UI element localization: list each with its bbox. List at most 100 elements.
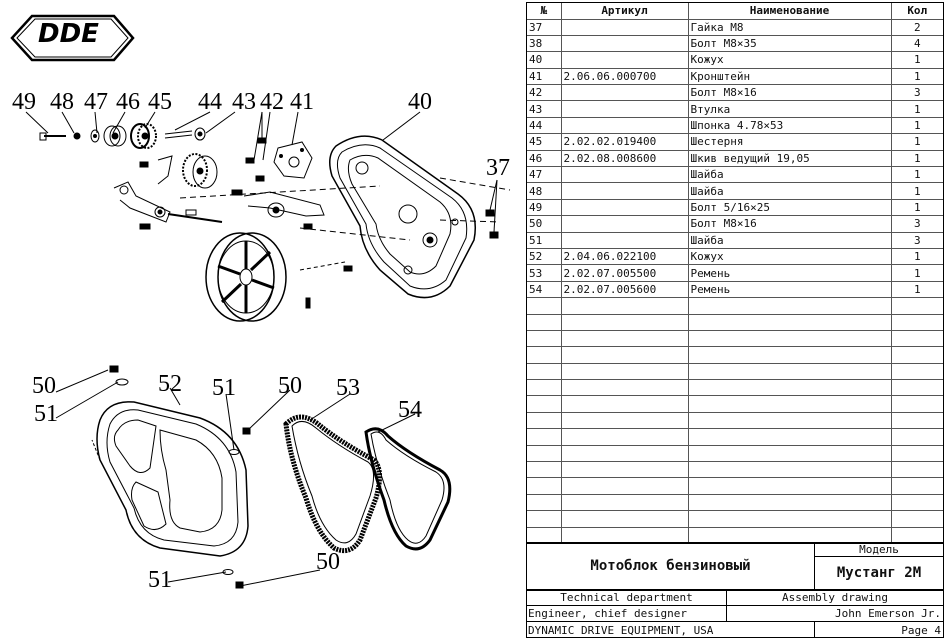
empty-cell — [687, 411, 892, 430]
cell-name: Ремень — [687, 264, 892, 282]
empty-cell — [527, 395, 562, 413]
callout-45: 45 — [148, 89, 172, 115]
header-qty: Кол — [890, 3, 943, 20]
callout-50-top: 50 — [32, 373, 56, 399]
cell-qty: 3 — [890, 215, 943, 233]
cell-name: Кронштейн — [687, 67, 892, 86]
cell-name: Кожух — [687, 51, 892, 69]
empty-cell — [890, 379, 943, 397]
designer-name: John Emerson Jr. — [835, 607, 941, 620]
empty-cell — [560, 493, 689, 512]
assembly-drawing: DDE 49 48 47 46 45 44 43 42 41 40 37 50 … — [10, 14, 511, 592]
empty-cell — [890, 329, 943, 348]
empty-row — [527, 362, 943, 381]
empty-cell — [560, 362, 689, 381]
cell-num: 52 — [527, 247, 562, 266]
empty-cell — [560, 346, 689, 364]
cell-article — [560, 116, 689, 135]
cell-qty: 1 — [890, 247, 943, 266]
empty-cell — [560, 313, 689, 331]
empty-cell — [890, 411, 943, 430]
cell-num: 42 — [527, 84, 562, 102]
callout-54: 54 — [398, 397, 422, 423]
cell-article: 2.04.06.022100 — [560, 247, 689, 266]
callout-49: 49 — [12, 89, 36, 115]
cell-article: 2.02.07.005600 — [560, 280, 689, 299]
company-name: DYNAMIC DRIVE EQUIPMENT, USA — [528, 623, 714, 637]
empty-cell — [890, 313, 943, 331]
empty-cell — [890, 444, 943, 463]
cell-article — [560, 215, 689, 233]
empty-cell — [527, 297, 562, 315]
model-label: Модель — [859, 542, 899, 556]
empty-cell — [687, 477, 892, 495]
header-article: Артикул — [560, 3, 689, 20]
empty-cell — [687, 444, 892, 463]
empty-row — [527, 428, 943, 446]
callout-41: 41 — [290, 89, 314, 115]
empty-cell — [560, 297, 689, 315]
empty-row — [527, 313, 943, 331]
title-block: Мотоблок бензиновый Модель Мустанг 2М Te… — [527, 542, 943, 638]
callout-47: 47 — [84, 89, 108, 115]
empty-cell — [560, 329, 689, 348]
cell-qty: 1 — [890, 100, 943, 118]
empty-cell — [560, 477, 689, 495]
empty-row — [527, 379, 943, 397]
cell-name: Болт М8×16 — [687, 215, 892, 233]
cell-article — [560, 231, 689, 249]
empty-row — [527, 346, 943, 364]
callout-51-mid: 51 — [212, 375, 236, 401]
callout-50-mid: 50 — [278, 373, 302, 399]
empty-cell — [890, 297, 943, 315]
callout-37: 37 — [486, 155, 510, 181]
empty-cell — [890, 346, 943, 364]
cell-name: Шайба — [687, 182, 892, 200]
cell-qty: 1 — [890, 116, 943, 135]
empty-cell — [527, 510, 562, 528]
cell-article: 2.02.07.005500 — [560, 264, 689, 282]
cell-name: Кожух — [687, 247, 892, 266]
empty-cell — [527, 493, 562, 512]
empty-row — [527, 329, 943, 348]
cell-qty: 3 — [890, 231, 943, 249]
cell-article — [560, 18, 689, 36]
callout-40: 40 — [408, 89, 432, 115]
callout-50-bottom: 50 — [316, 549, 340, 575]
product-name: Мотоблок бензиновый — [590, 557, 751, 574]
empty-cell — [527, 346, 562, 364]
empty-cell — [527, 428, 562, 446]
callout-52: 52 — [158, 371, 182, 397]
table-header-row: № Артикул Наименование Кол — [527, 3, 943, 20]
empty-cell — [687, 362, 892, 381]
empty-cell — [890, 428, 943, 446]
cell-article — [560, 100, 689, 118]
empty-cell — [687, 313, 892, 331]
cell-article: 2.06.06.000700 — [560, 67, 689, 86]
empty-row — [527, 477, 943, 495]
cell-article: 2.02.08.008600 — [560, 149, 689, 168]
cell-qty: 4 — [890, 34, 943, 53]
empty-cell — [560, 395, 689, 413]
empty-cell — [560, 379, 689, 397]
empty-row — [527, 493, 943, 512]
cell-qty: 1 — [890, 149, 943, 168]
empty-cell — [527, 329, 562, 348]
cell-name: Шпонка 4.78×53 — [687, 116, 892, 135]
empty-cell — [527, 313, 562, 331]
cell-qty: 1 — [890, 67, 943, 86]
header-num: № — [527, 3, 562, 20]
empty-cell — [687, 510, 892, 528]
